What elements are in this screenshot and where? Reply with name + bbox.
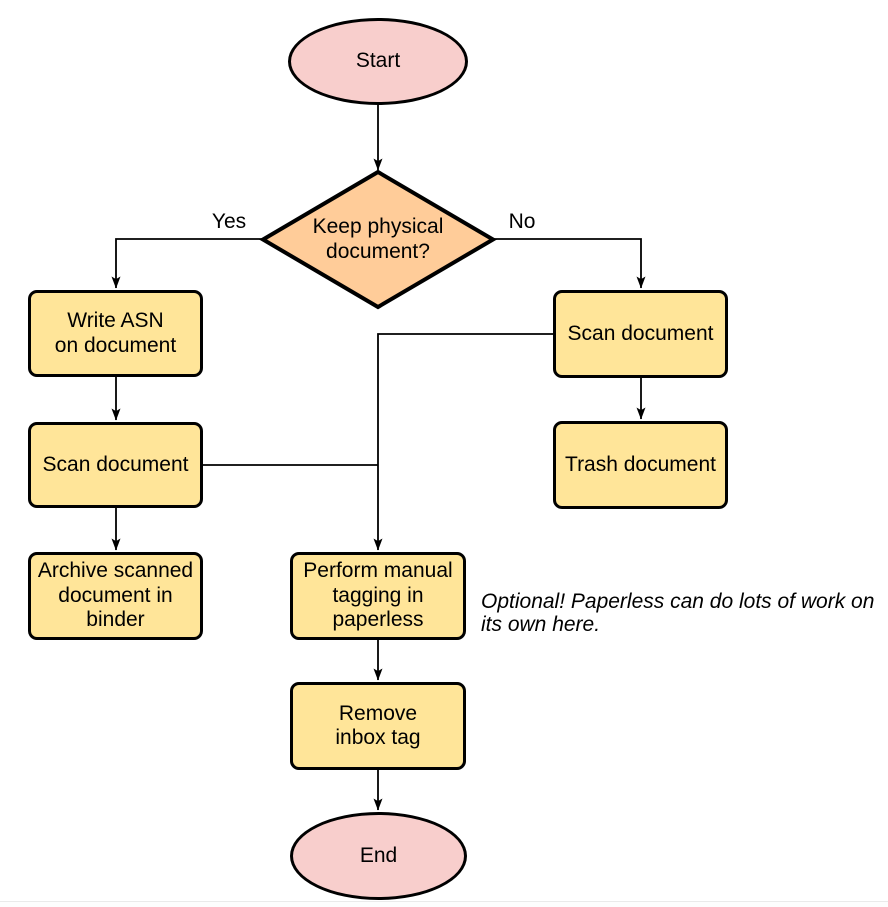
node-start-label: Start <box>355 49 401 73</box>
node-scan-document-right: Scan document <box>553 290 728 378</box>
edge-label-yes: Yes <box>211 210 247 233</box>
node-trash-document: Trash document <box>553 421 728 509</box>
node-write-asn: Write ASN on document <box>28 290 203 377</box>
node-start: Start <box>288 18 468 105</box>
node-manual-tagging-label: Perform manual tagging in paperless <box>303 559 453 632</box>
node-trash-document-label: Trash document <box>565 452 716 476</box>
edge-label-no: No <box>508 210 536 233</box>
node-end-label: End <box>359 843 398 867</box>
node-scan-document-right-label: Scan document <box>567 321 714 345</box>
optional-note-text: Optional! Paperless can do lots of work … <box>481 590 875 636</box>
node-archive-binder: Archive scanned document in binder <box>28 552 203 640</box>
edge-decision-no-to-scan-right <box>493 238 646 289</box>
node-end: End <box>290 812 467 900</box>
edge-decision-yes-to-write-asn <box>111 238 263 289</box>
node-write-asn-label: Write ASN on document <box>54 309 177 357</box>
node-remove-inbox-tag: Remove inbox tag <box>290 682 466 770</box>
node-manual-tagging: Perform manual tagging in paperless <box>290 552 466 640</box>
node-remove-inbox-tag-label: Remove inbox tag <box>335 701 421 749</box>
node-archive-binder-label: Archive scanned document in binder <box>37 559 194 632</box>
node-scan-document-left: Scan document <box>28 422 203 508</box>
decision-diamond-shape <box>259 169 497 310</box>
page-bottom-divider <box>0 901 888 907</box>
node-decision-label: Keep physical document? <box>312 214 444 263</box>
edge-scan-right-to-tagging <box>373 333 553 551</box>
node-scan-document-left-label: Scan document <box>42 452 189 476</box>
